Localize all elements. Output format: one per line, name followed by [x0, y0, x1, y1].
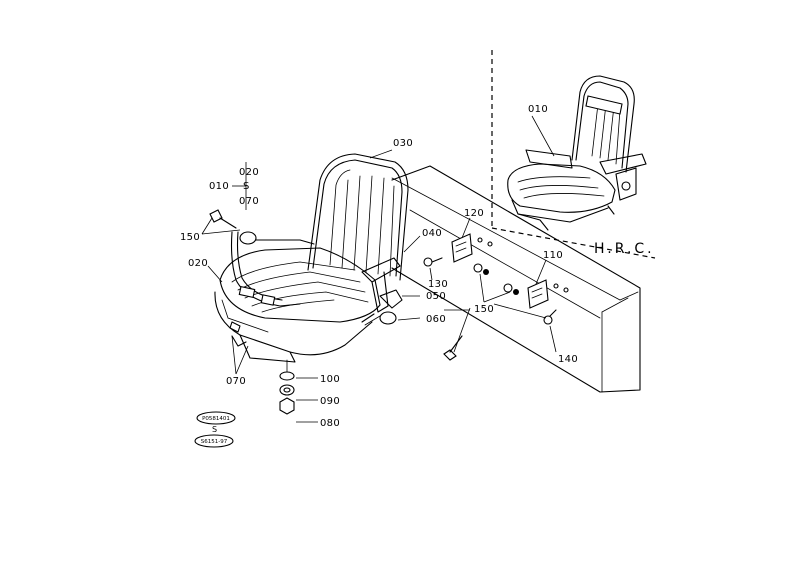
label-150-top: 150: [180, 232, 200, 243]
label-100: 100: [320, 374, 340, 385]
part-labels: 020 S 010 070 150 020 070 100 090 080 03…: [180, 104, 655, 429]
main-seat: [214, 153, 409, 363]
fender-panel: [391, 165, 641, 393]
bracket-120: [451, 233, 493, 263]
label-110: 110: [543, 250, 563, 261]
fasteners: [209, 209, 557, 415]
label-070-range: 070: [239, 196, 259, 207]
serial-top: P0581401: [202, 416, 230, 422]
label-040: 040: [422, 228, 442, 239]
label-120: 120: [464, 208, 484, 219]
hrc-boundary: [491, 50, 656, 259]
label-080: 080: [320, 418, 340, 429]
label-tilde: S: [243, 181, 250, 192]
label-hrc: H.R.C.: [594, 241, 655, 257]
label-150-mid: 150: [474, 304, 494, 315]
label-020-side: 020: [188, 258, 208, 269]
serial-bottom: S6151-97: [201, 439, 228, 445]
serial-sep: S: [212, 425, 217, 434]
label-010: 010: [209, 181, 229, 192]
label-060: 060: [426, 314, 446, 325]
label-050: 050: [426, 291, 446, 302]
hrc-seat: [507, 75, 647, 231]
label-010-hrc: 010: [528, 104, 548, 115]
label-030: 030: [393, 138, 413, 149]
serial-range: P0581401 S S6151-97: [194, 411, 236, 448]
label-140: 140: [558, 354, 578, 365]
bracket-110: [527, 279, 569, 309]
label-090: 090: [320, 396, 340, 407]
label-070-bottom: 070: [226, 376, 246, 387]
leader-lines: [201, 115, 557, 423]
label-130: 130: [428, 279, 448, 290]
label-020-range: 020: [239, 167, 259, 178]
